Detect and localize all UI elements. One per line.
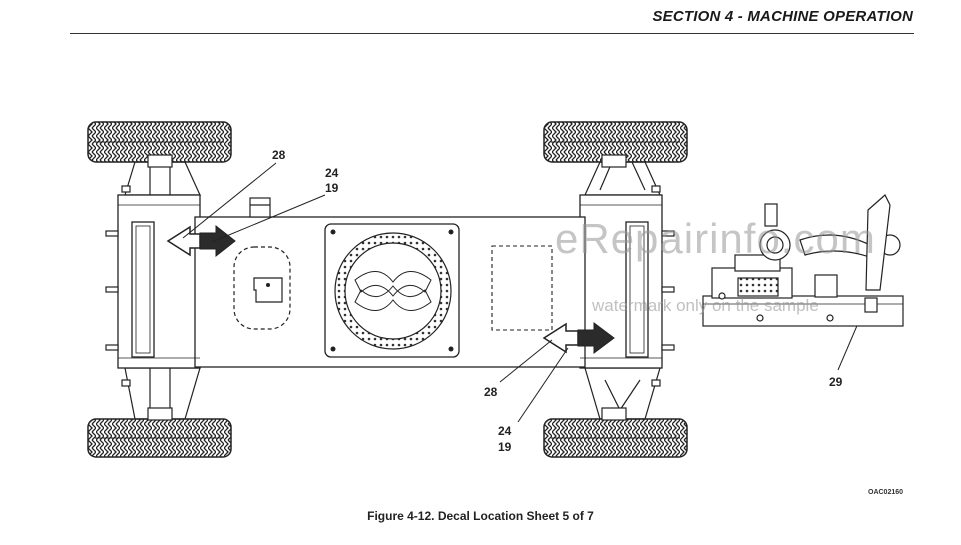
watermark-text: eRepairinfo.com [555, 215, 876, 262]
fuel-filler [249, 197, 271, 218]
tire-rear-left [87, 418, 232, 458]
access-panel [233, 246, 291, 330]
dashed-outline [491, 245, 553, 331]
leader-lines [182, 162, 869, 423]
callout-19-top: 19 [325, 181, 339, 195]
frame-pins [105, 185, 675, 387]
decal-arrow-top [166, 224, 236, 258]
callout-28-top: 28 [272, 148, 286, 162]
callout-24-top: 24 [325, 166, 339, 180]
watermark-subtext: watermark only on the sample [592, 296, 819, 315]
section-title: SECTION 4 - MACHINE OPERATION [652, 8, 913, 25]
decal-arrow-bottom [542, 322, 615, 354]
turntable-plate [324, 223, 460, 358]
tire-front-left [87, 121, 232, 163]
machine-side-view [702, 194, 904, 327]
callout-24-bottom: 24 [498, 424, 512, 438]
drawing-code: OAC02160 [868, 489, 904, 496]
callout-28-bottom: 28 [484, 385, 498, 399]
callout-29: 29 [829, 375, 843, 389]
header-rule [70, 33, 914, 34]
tire-rear-right [543, 418, 688, 458]
figure-caption: Figure 4-12. Decal Location Sheet 5 of 7 [367, 509, 594, 523]
callout-19-bottom: 19 [498, 440, 512, 454]
